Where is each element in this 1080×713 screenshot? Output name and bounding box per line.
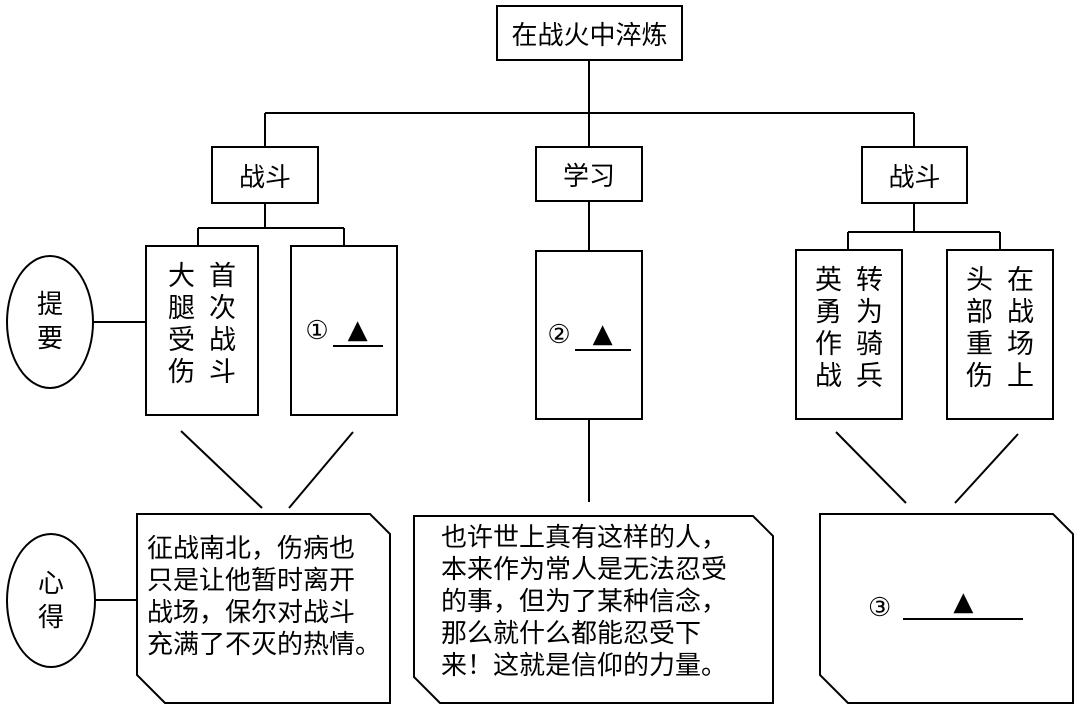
blank-2-answer: ▲: [574, 319, 631, 351]
detail-char: 受: [168, 325, 195, 356]
detail-char: 英: [815, 265, 842, 296]
detail-right-a-col2: 英 勇 作 战: [815, 265, 842, 418]
branch-left-label: 战斗: [238, 162, 291, 193]
detail-left-a-col1: 首 次 战 斗: [209, 261, 236, 414]
detail-left-a-box: 首 次 战 斗 大 腿 受 伤: [145, 245, 259, 416]
right-v-line-b: [954, 433, 1019, 504]
branch-left-box: 战斗: [211, 146, 319, 204]
left-note-shape: [136, 513, 391, 704]
detail-left-a-col2: 大 腿 受 伤: [168, 261, 195, 414]
insight-char-1: 心: [37, 568, 64, 599]
detail-left-b-box: ① ▲: [290, 245, 398, 416]
insight-right-note: ③ ▲: [868, 586, 1058, 624]
branch-middle-box: 学习: [535, 146, 643, 202]
right-v-line-a: [835, 431, 907, 504]
right-note-shape: [819, 513, 1074, 704]
blank-2-marker: ②: [547, 320, 571, 350]
summary-char-1: 提: [36, 290, 63, 320]
insight-left-note: 征战南北，伤病也 只是让他暂时离开 战场，保尔对战斗 充满了不灭的热情。: [147, 533, 387, 661]
detail-char: 头: [966, 265, 993, 296]
insight-left-line: 只是让他暂时离开: [147, 566, 356, 596]
detail-right-b-col1: 在 战 场 上: [1007, 265, 1034, 418]
detail-char: 斗: [209, 357, 236, 388]
detail-char: 重: [966, 329, 993, 360]
summary-oval: 提 要: [6, 255, 94, 389]
detail-char: 伤: [966, 361, 993, 392]
insight-left-line: 征战南北，伤病也: [147, 534, 356, 564]
detail-right-b-col2: 头 部 重 伤: [966, 265, 993, 418]
detail-right-a-box: 转 为 骑 兵 英 勇 作 战: [795, 249, 903, 420]
blank-3-marker: ③: [868, 593, 892, 623]
branch-right-box: 战斗: [861, 146, 968, 204]
detail-char: 转: [856, 265, 883, 296]
detail-middle-box: ② ▲: [535, 250, 643, 420]
insight-middle-line: 也许世上真有这样的人，: [441, 523, 728, 553]
middle-note-shape: [413, 515, 774, 704]
insight-middle-line: 那么就什么都能忍受下: [441, 619, 702, 649]
insight-left-line: 战场，保尔对战斗: [147, 598, 356, 628]
insight-oval: 心 得: [6, 533, 96, 668]
branch-right-label: 战斗: [888, 162, 941, 193]
detail-char: 腿: [168, 293, 195, 324]
insight-middle-note: 也许世上真有这样的人， 本来作为常人是无法忍受 的事，但为了某种信念， 那么就什…: [441, 522, 771, 682]
detail-char: 部: [966, 297, 993, 328]
detail-char: 场: [1007, 329, 1034, 360]
detail-char: 伤: [168, 357, 195, 388]
detail-char: 次: [209, 293, 236, 324]
detail-right-a-col1: 转 为 骑 兵: [856, 265, 883, 418]
detail-char: 为: [856, 297, 883, 328]
title-text: 在战火中淬炼: [511, 20, 668, 51]
detail-char: 战: [1007, 297, 1034, 328]
detail-char: 兵: [856, 361, 883, 392]
insight-middle-line: 本来作为常人是无法忍受: [441, 555, 728, 585]
insight-char-2: 得: [37, 602, 64, 633]
branch-middle-label: 学习: [562, 161, 615, 192]
detail-char: 战: [815, 361, 842, 392]
left-v-line-b: [288, 431, 354, 509]
summary-char-2: 要: [36, 324, 63, 354]
insight-left-line: 充满了不灭的热情。: [147, 630, 382, 660]
detail-char: 勇: [815, 297, 842, 328]
detail-char: 骑: [856, 329, 883, 360]
detail-char: 大: [168, 261, 195, 292]
detail-right-b-box: 在 战 场 上 头 部 重 伤: [946, 249, 1054, 420]
blank-3-answer: ▲: [903, 586, 1024, 620]
detail-char: 首: [209, 261, 236, 292]
detail-char: 上: [1007, 361, 1034, 392]
left-v-line-a: [180, 430, 263, 509]
detail-char: 在: [1007, 265, 1034, 296]
detail-char: 战: [209, 325, 236, 356]
insight-middle-line: 来！这就是信仰的力量。: [441, 651, 728, 681]
insight-middle-line: 的事，但为了某种信念，: [441, 587, 728, 617]
title-box: 在战火中淬炼: [496, 5, 683, 61]
blank-1-marker: ①: [305, 315, 329, 346]
blank-1-answer: ▲: [332, 315, 383, 347]
detail-char: 作: [815, 329, 842, 360]
